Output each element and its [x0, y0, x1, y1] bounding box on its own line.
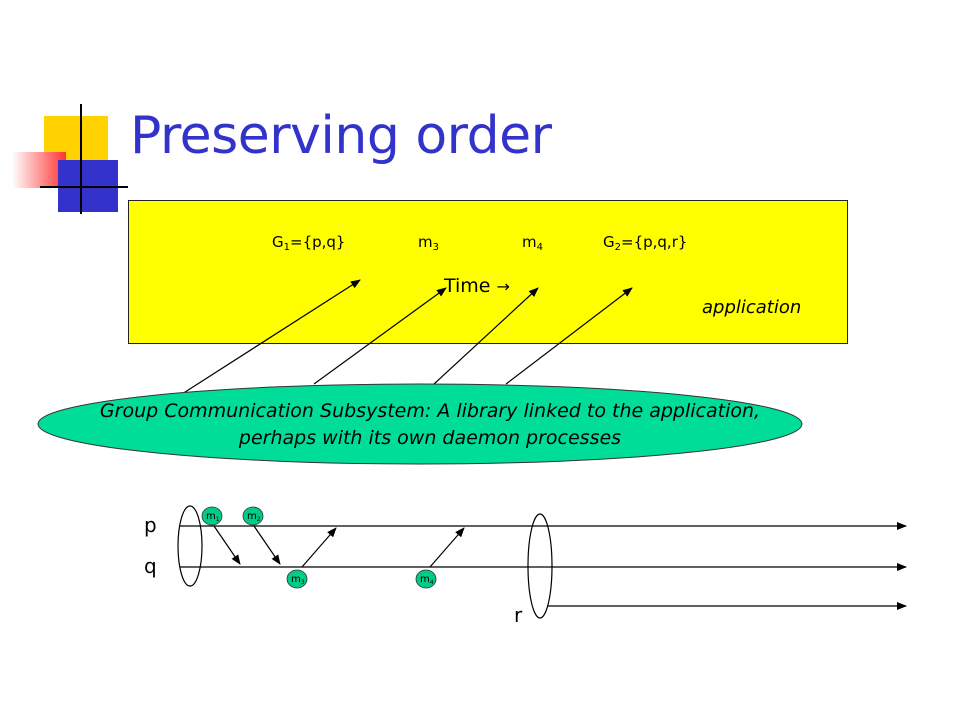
gcs-description: Group Communication Subsystem: A library… — [99, 400, 761, 449]
process-label-q: q — [144, 554, 157, 578]
event-label-m3: m3 — [418, 233, 439, 253]
decor-red-square — [12, 152, 66, 188]
time-arrow-icon: → — [496, 277, 510, 296]
process-label-p: p — [144, 513, 157, 537]
delivery-arrow-g2 — [505, 287, 633, 385]
msg-arrow-m3 — [301, 527, 337, 568]
delivery-arrow-m4 — [433, 287, 539, 385]
gcs-ellipse — [37, 383, 803, 465]
view-ellipse-g2 — [527, 513, 553, 619]
process-label-r: r — [514, 603, 523, 627]
message-bubble-m3: m3 — [286, 569, 308, 589]
delivery-arrow-g1 — [181, 279, 361, 395]
msg-arrow-m2 — [253, 525, 281, 565]
view-ellipse-g1 — [177, 505, 203, 587]
slide-title: Preserving order — [130, 106, 552, 166]
delivery-arrow-m3 — [313, 287, 447, 385]
svg-text:m1: m1 — [206, 511, 220, 523]
msg-arrow-m4 — [429, 527, 465, 568]
svg-text:m4: m4 — [420, 574, 434, 586]
application-label: application — [702, 297, 802, 318]
svg-text:m2: m2 — [247, 511, 261, 523]
application-box — [128, 200, 848, 344]
event-label-m4: m4 — [522, 233, 543, 253]
time-label: Time → — [444, 275, 510, 297]
event-label-g2: G2={p,q,r} — [603, 233, 688, 253]
message-bubble-m2: m2 — [242, 506, 264, 526]
svg-text:m3: m3 — [291, 574, 305, 586]
decor-vertical-line — [80, 104, 82, 214]
msg-arrow-m1 — [213, 525, 241, 565]
event-label-g1: G1={p,q} — [272, 233, 346, 253]
message-bubble-m1: m1 — [201, 506, 223, 526]
message-bubble-m4: m4 — [415, 569, 437, 589]
decor-horizontal-line — [40, 186, 128, 188]
